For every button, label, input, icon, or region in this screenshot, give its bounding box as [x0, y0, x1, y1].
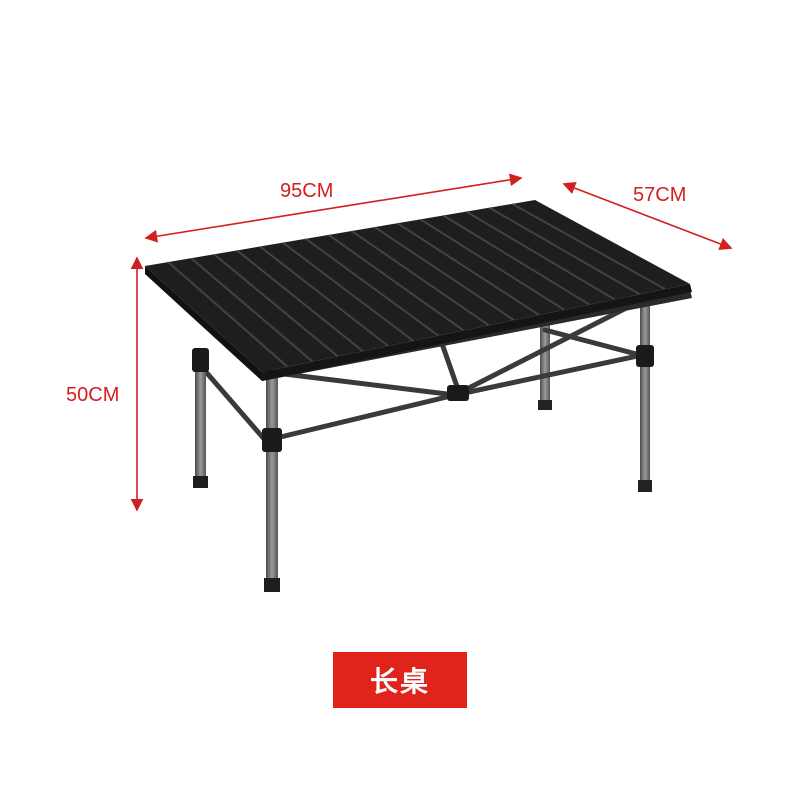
slat-seam: [305, 238, 439, 337]
slat-highlight: [169, 261, 290, 368]
depth-arrow: [562, 182, 733, 250]
slat-highlight: [513, 203, 668, 290]
slat-highlight: [238, 250, 365, 352]
slat-highlight: [422, 219, 567, 311]
depth-label: 57CM: [633, 184, 686, 206]
slat-seam: [328, 234, 464, 332]
slat-seam: [511, 203, 666, 290]
tabletop: [145, 200, 690, 372]
height-label: 50CM: [66, 384, 119, 406]
slat-highlight: [192, 257, 315, 362]
table-leg-front-right: [266, 372, 278, 584]
slat-highlight: [330, 234, 466, 331]
slat-highlight: [353, 230, 491, 326]
slat-seam: [282, 242, 414, 342]
length-label: 95CM: [280, 180, 333, 202]
slat-seam: [396, 222, 540, 316]
slat-seam: [190, 257, 313, 363]
slat-seam: [419, 218, 565, 311]
slat-highlight: [445, 215, 592, 306]
table-leg-back-left: [540, 318, 550, 410]
slat-seam: [213, 253, 338, 358]
slat-highlight: [376, 226, 516, 321]
slat-highlight: [215, 254, 340, 357]
length-arrow: [144, 173, 523, 243]
slat-seam: [442, 214, 590, 306]
slat-seam: [374, 226, 515, 321]
tabletop-slats: [167, 203, 680, 376]
slat-highlight: [307, 238, 441, 337]
caption-label: 长桌: [333, 652, 467, 708]
slat-highlight: [284, 242, 416, 342]
slat-seam: [351, 230, 489, 326]
slat-highlight: [490, 207, 642, 295]
slat-highlight: [399, 222, 542, 316]
dimension-annotations: 95CM 57CM 50CM: [66, 173, 733, 512]
slat-highlight: [261, 246, 391, 347]
table-leg-back-right: [640, 296, 650, 492]
table-illustration: [145, 200, 692, 592]
slat-seam: [236, 249, 364, 352]
table-leg-front-left: [195, 360, 206, 486]
slat-seam: [167, 261, 288, 368]
slat-highlight: [467, 211, 617, 300]
slat-seam: [259, 246, 389, 347]
slat-seam: [465, 211, 615, 301]
slat-seam: [488, 207, 640, 295]
